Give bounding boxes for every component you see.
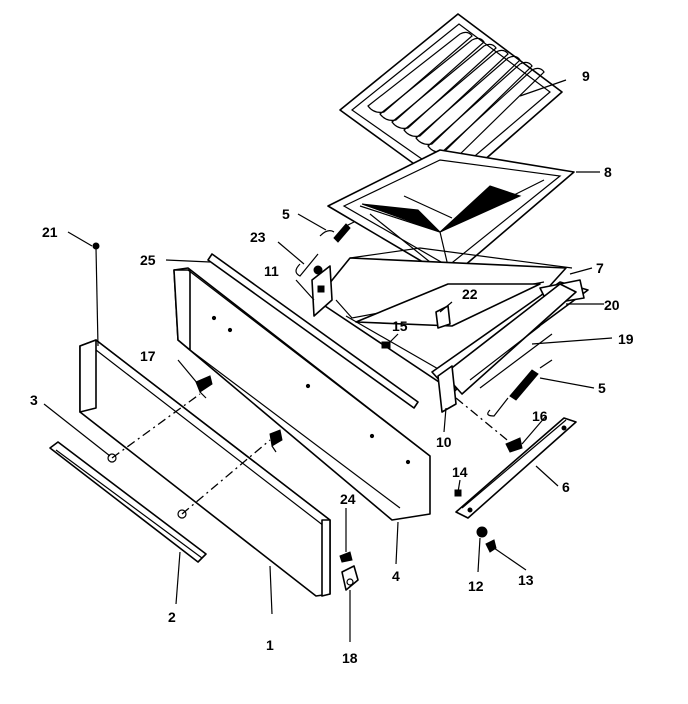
bolt-16 (505, 437, 523, 453)
callout-12: 12 (468, 578, 484, 594)
callout-6: 6 (562, 479, 570, 495)
callout-19: 19 (618, 331, 634, 347)
callout-18: 18 (342, 650, 358, 666)
callout-3: 3 (30, 392, 38, 408)
callout-8: 8 (604, 164, 612, 180)
callout-labels: 9 8 7 20 19 5 16 6 13 12 14 10 22 15 11 … (30, 68, 634, 666)
callout-5b: 5 (598, 380, 606, 396)
callout-4: 4 (392, 568, 400, 584)
bracket-18 (341, 565, 359, 591)
spring-upper (295, 221, 355, 277)
broiler-pan (327, 149, 575, 279)
leader-lines (43, 79, 613, 642)
spring-lower (487, 359, 553, 417)
screw-13 (485, 539, 497, 553)
nut-12 (476, 526, 488, 538)
callout-15: 15 (392, 318, 408, 334)
callout-24: 24 (340, 491, 356, 507)
callout-14: 14 (452, 464, 468, 480)
inner-front-panel (173, 267, 431, 521)
assembly-line-1 (111, 393, 201, 459)
knob-17 (195, 375, 213, 399)
screw-24 (339, 551, 353, 563)
callout-25: 25 (140, 252, 156, 268)
drawer-bracket-left (311, 265, 333, 317)
callout-13: 13 (518, 572, 534, 588)
drawer-rod (207, 253, 419, 409)
callout-20: 20 (604, 297, 620, 313)
callout-11: 11 (264, 263, 279, 279)
callout-7: 7 (596, 260, 604, 276)
callout-2: 2 (168, 609, 176, 625)
callout-16: 16 (532, 408, 548, 424)
fastener-15 (381, 341, 391, 349)
callout-21: 21 (42, 224, 58, 240)
front-panel (79, 339, 331, 597)
assembly-line-2 (181, 439, 271, 515)
callout-5a: 5 (282, 206, 290, 222)
callout-23: 23 (250, 229, 266, 245)
drawer-bracket-right (437, 365, 457, 413)
pin (92, 242, 100, 347)
callout-1: 1 (266, 637, 274, 653)
bottom-trim (49, 441, 207, 563)
callout-9: 9 (582, 68, 590, 84)
slide-rail (455, 417, 577, 519)
hook-screw (313, 265, 323, 275)
callout-17: 17 (140, 348, 156, 364)
knob-center (269, 429, 283, 453)
callout-10: 10 (436, 434, 452, 450)
assembly-line-3 (455, 397, 513, 445)
callout-22: 22 (462, 286, 478, 302)
